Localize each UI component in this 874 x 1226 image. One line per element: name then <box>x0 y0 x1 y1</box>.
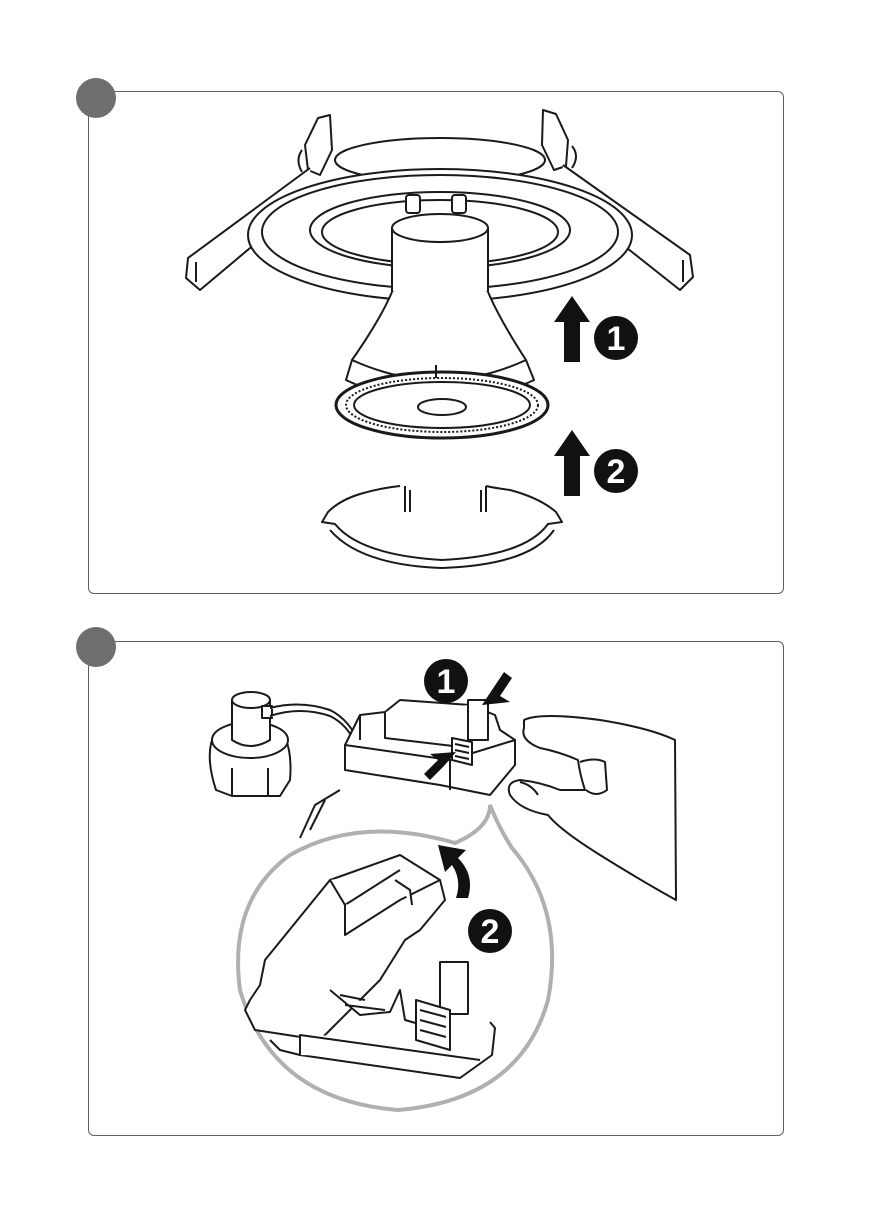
arrow-diagonal-icon <box>482 672 512 705</box>
number-circle-icon: 1 <box>424 659 468 703</box>
number-circle-icon: 2 <box>468 909 512 953</box>
lamp-holder <box>210 692 360 796</box>
hand <box>509 716 676 900</box>
step-2-callout-2: 2 <box>481 913 500 951</box>
step-2-callout-1: 1 <box>437 663 456 701</box>
